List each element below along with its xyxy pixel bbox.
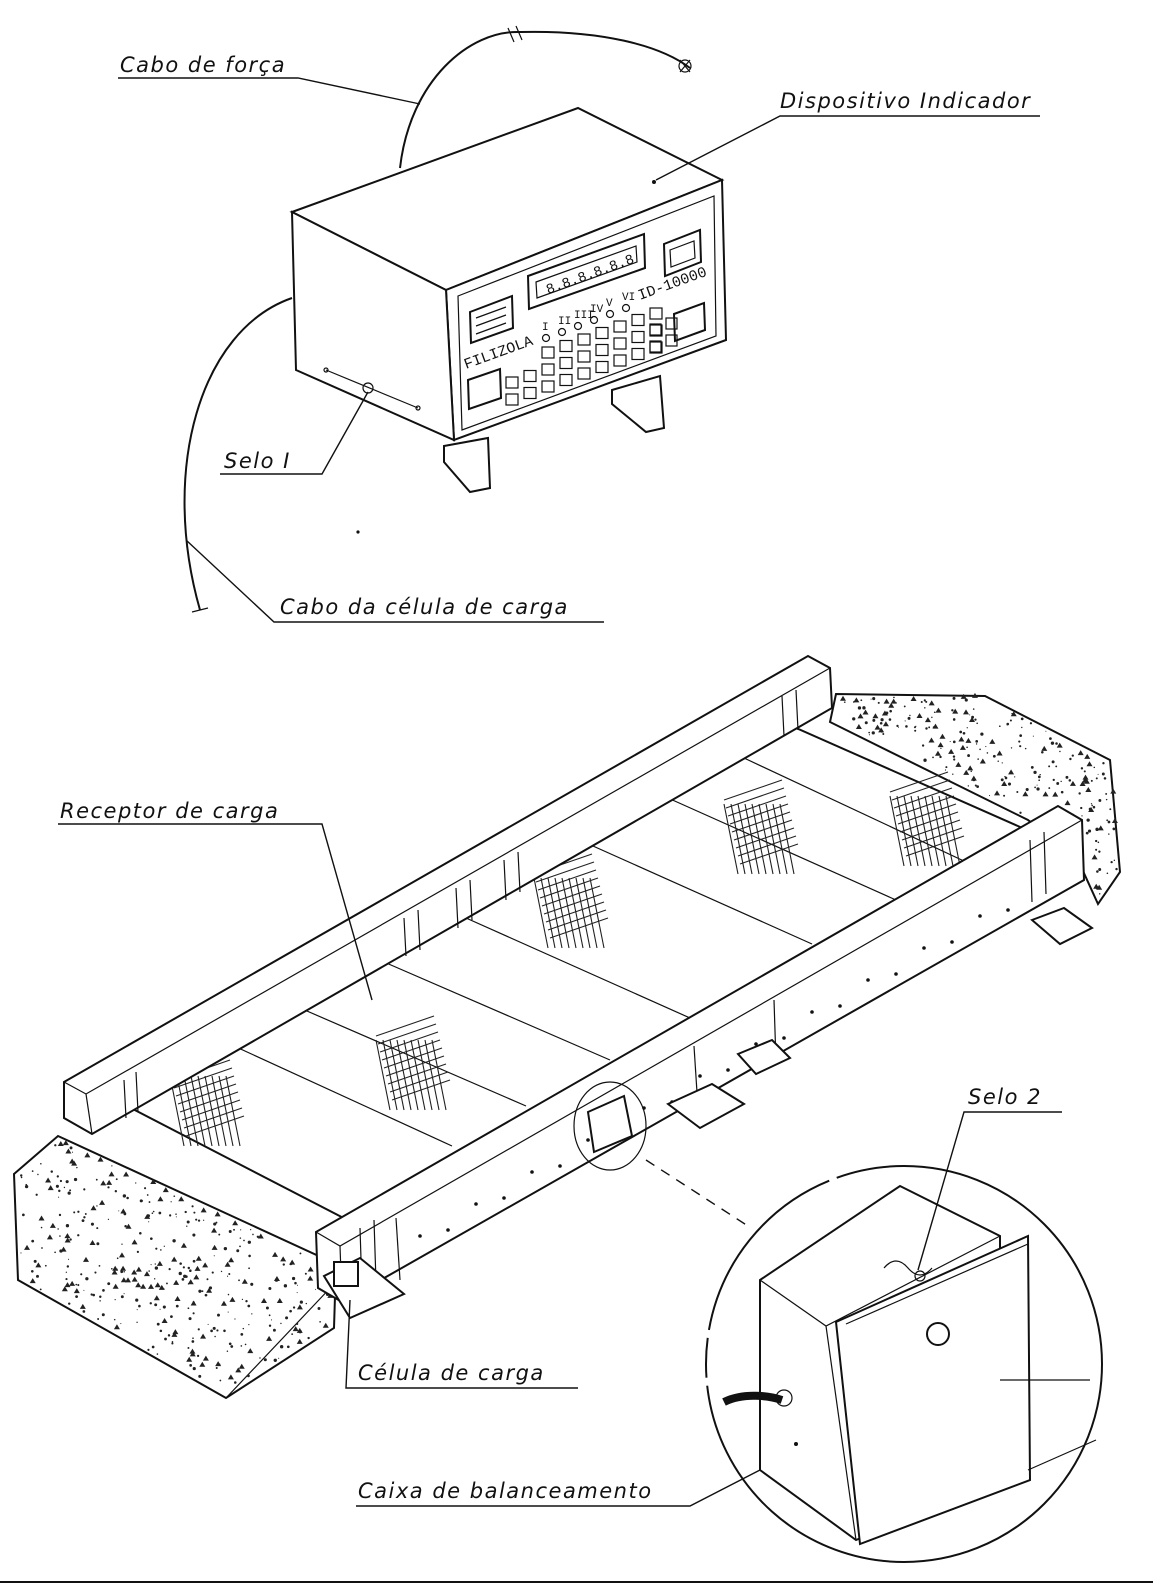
panel-key [577,333,591,346]
channel-label: II [558,316,571,328]
deck-mesh-patch [723,779,799,875]
panel-key [523,369,537,383]
channel-lamp [573,321,583,331]
panel-key [559,373,573,387]
panel-key [559,356,573,370]
panel-key [649,323,662,336]
panel-key [665,334,678,347]
label-cabo-forca: Cabo de força [120,53,286,77]
label-cabo-celula: Cabo da célula de carga [280,595,569,619]
channel-lamp [621,303,631,313]
label-selo-2: Selo 2 [968,1085,1042,1109]
channel-lamp [557,327,567,337]
concrete-foundation-left [12,1134,338,1400]
panel-key [523,386,537,400]
channel-label: IV [590,304,604,316]
panel-key [613,337,627,350]
channel-label: VI [622,292,635,304]
label-dispositivo-indicador: Dispositivo Indicador [780,89,1031,113]
deck-mesh-patch [533,853,609,949]
panel-key [595,326,609,340]
panel-key [613,320,627,333]
panel-key [595,360,609,374]
channel-label: III [574,310,594,322]
channel-lamp [589,315,599,325]
power-cable [399,30,691,169]
channel-lamp [605,309,615,319]
junction-box-small [586,1094,634,1154]
panel-key [577,367,591,380]
panel-key [577,350,591,363]
concrete-foundation-right [828,692,1122,907]
weighbridge [12,654,1122,1400]
panel-key [595,343,609,357]
panel-key [541,363,555,376]
panel-key [665,317,678,330]
panel-key [631,330,645,344]
label-selo-1: Selo I [224,449,291,473]
panel-key [613,354,627,367]
panel-key [631,347,645,361]
panel-key [541,380,555,393]
panel-key [649,307,663,320]
channel-label: V [606,298,613,310]
label-caixa-balanceamento: Caixa de balanceamento [358,1479,653,1503]
channel-label: I [542,322,549,334]
panel-key [505,376,519,389]
panel-key [649,340,662,353]
callouts: Cabo de força Dispositivo Indicador Selo… [58,53,1062,1507]
deck-mesh-patch [375,1015,451,1111]
channel-lamp [541,333,551,343]
deck-mesh-patch [889,771,965,867]
label-celula-carga: Célula de carga [358,1361,545,1385]
panel-key [505,393,519,406]
label-receptor-carga: Receptor de carga [60,799,279,823]
panel-key [631,313,645,327]
panel-key [559,339,573,353]
load-cell-cable [183,297,293,611]
panel-key [541,346,555,359]
junction-box-detail [645,1159,1103,1563]
